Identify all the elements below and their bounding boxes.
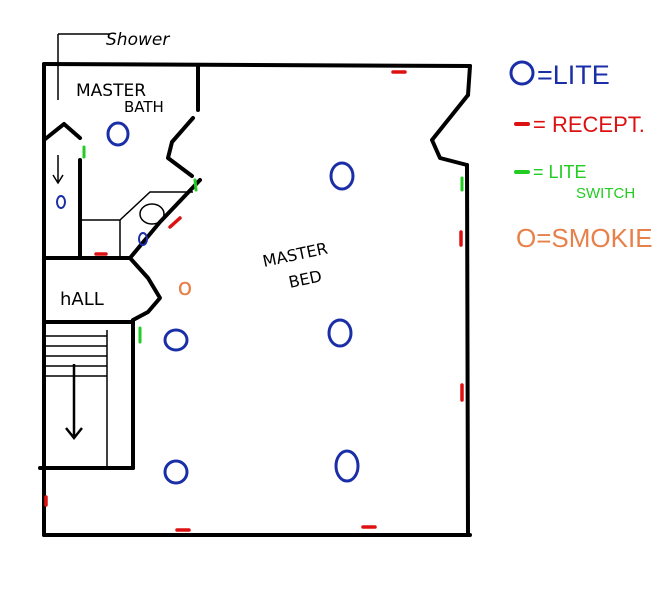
- outer-wall-top: [42, 62, 472, 68]
- master-bath-label-line2: BATH: [124, 98, 164, 116]
- closet-jog: [430, 93, 470, 167]
- stair-direction-arrow: [65, 364, 83, 441]
- legend-receptacle-label: = RECEPT.: [533, 112, 645, 137]
- legend-smoke-label: O=SMOKIE: [516, 223, 653, 253]
- legend-light-label: =LITE: [537, 60, 610, 90]
- walls: [38, 62, 472, 537]
- light-icon: [163, 459, 189, 485]
- shower-label: Shower: [106, 30, 170, 50]
- legend-light-icon: [509, 60, 535, 86]
- light-icon: [334, 449, 360, 483]
- room-labels: Shower MASTER BATH MASTER BED hALL: [60, 30, 329, 310]
- light-icon: [106, 121, 130, 147]
- bath-door-swing: [166, 116, 195, 178]
- legend-switch-label-line2: SWITCH: [576, 185, 635, 202]
- light-icon: [138, 232, 148, 246]
- smoke-detector-icon: o: [178, 273, 193, 301]
- fixtures: [44, 33, 193, 468]
- outer-wall-right-upper: [466, 64, 472, 97]
- switches: [82, 145, 464, 344]
- shower-door: [42, 122, 82, 142]
- switch-icon: [193, 178, 198, 192]
- light-icon: [163, 328, 189, 352]
- light-icon: [327, 318, 353, 348]
- sink: [139, 203, 165, 225]
- receptacle-icon: [168, 216, 182, 229]
- shower-arrow: [52, 155, 64, 185]
- master-bed-label-line2: BED: [287, 266, 324, 292]
- legend: =LITE = RECEPT. = LITE SWITCH O=SMOKIE: [509, 60, 653, 253]
- vanity-counter: [80, 191, 193, 221]
- legend-switch-label-line1: = LITE: [533, 162, 587, 182]
- hall-door-swing: [128, 256, 162, 322]
- light-icon: [329, 161, 355, 191]
- receptacles: [44, 70, 464, 532]
- light-icon: [56, 195, 66, 209]
- lights: [56, 121, 360, 485]
- master-bath-label-line1: MASTER: [76, 81, 146, 101]
- outer-wall-right-lower: [465, 163, 470, 537]
- hall-label: hALL: [60, 289, 104, 310]
